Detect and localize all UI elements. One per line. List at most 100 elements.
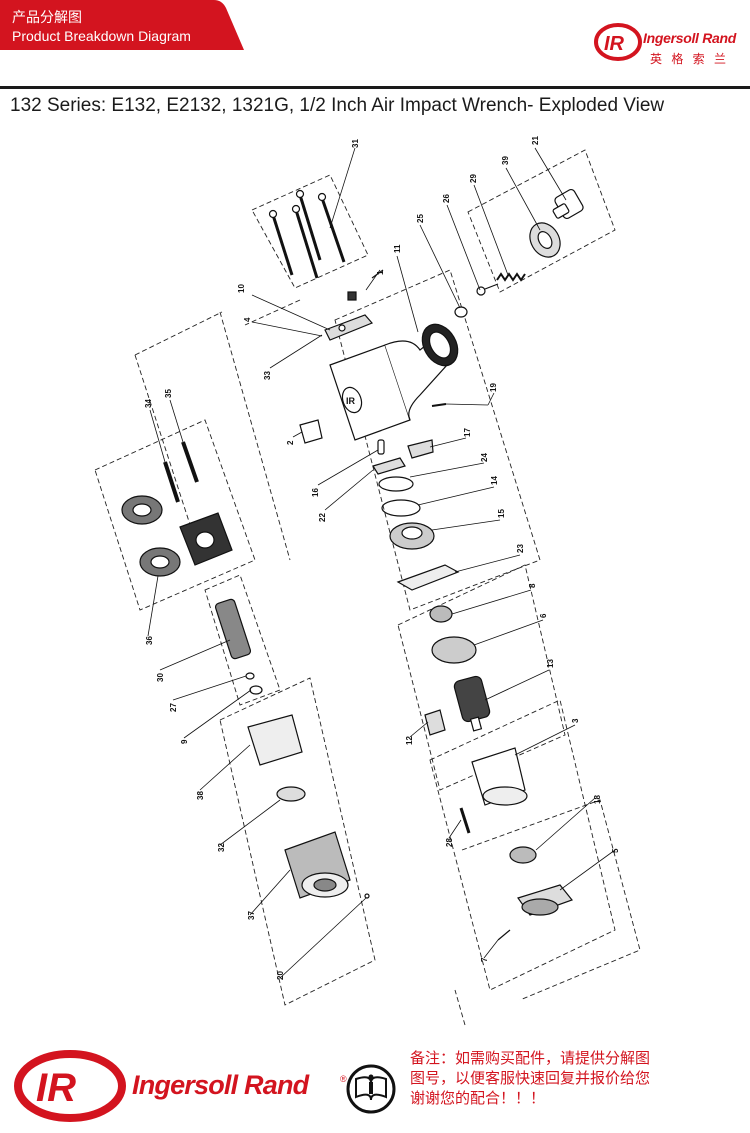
label-1: 1 <box>376 270 385 275</box>
label-17: 17 <box>463 428 472 437</box>
label-12: 12 <box>405 736 414 745</box>
part-28-pin <box>459 807 471 834</box>
part-labels: 31 39 21 29 26 25 11 1 10 4 33 19 2 17 1… <box>144 136 620 980</box>
part-17-lever <box>407 439 434 459</box>
label-27: 27 <box>169 703 178 712</box>
purchase-notice: 备注：如需购买配件，请提供分解图 图号，以便客服快速回复并报价给您 谢谢您的配合… <box>410 1049 745 1109</box>
label-2: 2 <box>286 440 295 445</box>
part-9-ring <box>249 685 263 695</box>
part-36-hammers <box>121 495 181 577</box>
label-9: 9 <box>180 739 189 744</box>
header-divider <box>0 86 750 89</box>
label-10: 10 <box>237 284 246 293</box>
brand-name-cn: 英 格 索 兰 <box>650 52 730 66</box>
label-7: 7 <box>480 957 489 962</box>
part-23-gasket <box>396 564 460 591</box>
part-hammer-cage <box>179 512 233 566</box>
label-39: 39 <box>501 156 510 165</box>
manual-book-icon <box>346 1064 396 1114</box>
label-4: 4 <box>243 317 252 322</box>
label-30: 30 <box>156 673 165 682</box>
brand-logo-bottom: IR Ingersoll Rand ® <box>14 1048 347 1126</box>
brand-name-bottom: Ingersoll Rand <box>132 1070 309 1100</box>
label-22: 22 <box>318 513 327 522</box>
label-21: 21 <box>531 136 540 145</box>
header-tab: 产品分解图 Product Breakdown Diagram <box>0 0 244 58</box>
svg-text:IR: IR <box>604 33 625 55</box>
header-tab-shape <box>0 0 244 50</box>
label-32: 32 <box>217 843 226 852</box>
part-11-housing: IR <box>329 323 459 441</box>
part-39-knob <box>529 222 561 258</box>
part-2-plate <box>299 419 323 444</box>
header-title-cn: 产品分解图 <box>12 9 82 25</box>
header-title-en: Product Breakdown Diagram <box>12 28 191 44</box>
notice-line-3: 谢谢您的配合！！！ <box>410 1090 546 1107</box>
label-20: 20 <box>276 971 285 980</box>
label-31: 31 <box>351 139 360 148</box>
label-3: 3 <box>571 718 580 723</box>
label-11: 11 <box>393 244 402 253</box>
label-13: 13 <box>546 659 555 668</box>
brand-logo-top: IR Ingersoll Rand 英 格 索 兰 <box>594 18 744 70</box>
part-18-bearing <box>509 846 537 864</box>
svg-text:IR: IR <box>346 396 356 406</box>
part-26-valve <box>476 283 499 296</box>
part-20-screw <box>364 893 370 899</box>
label-14: 14 <box>490 476 499 485</box>
page-title: 132 Series: E132, E2132, 1321G, 1/2 Inch… <box>10 95 665 116</box>
part-7-screw <box>497 929 511 941</box>
label-35: 35 <box>164 389 173 398</box>
label-25: 25 <box>416 214 425 223</box>
label-6: 6 <box>539 613 548 618</box>
part-37-nose <box>284 831 351 899</box>
part-10-trigger <box>324 314 374 341</box>
part-31-bolts <box>268 189 346 279</box>
label-37: 37 <box>247 911 256 920</box>
ir-logo-icon: IR <box>594 23 642 61</box>
label-34: 34 <box>144 399 153 408</box>
label-5: 5 <box>611 848 620 853</box>
part-32-washer <box>276 786 306 802</box>
part-12-vane <box>424 709 446 736</box>
label-8: 8 <box>528 583 537 588</box>
registered-mark: ® <box>340 1074 347 1084</box>
part-screw <box>347 291 357 301</box>
label-18: 18 <box>593 795 602 804</box>
notice-line-1: 备注：如需购买配件，请提供分解图 <box>410 1050 651 1067</box>
part-13-rotor <box>453 675 491 732</box>
part-8-bearing <box>429 605 453 623</box>
part-29-spring <box>496 272 526 282</box>
part-3-cylinder <box>471 747 528 806</box>
part-14-oring <box>381 499 421 517</box>
part-19-pin <box>431 403 447 407</box>
label-16: 16 <box>311 488 320 497</box>
label-36: 36 <box>145 636 154 645</box>
label-38: 38 <box>196 791 205 800</box>
part-25-ring <box>454 306 468 318</box>
part-5-cap <box>517 884 573 916</box>
label-26: 26 <box>442 194 451 203</box>
part-21-inlet <box>552 188 584 220</box>
ir-logo-icon-large: IR <box>14 1050 126 1122</box>
label-19: 19 <box>489 383 498 392</box>
label-28: 28 <box>445 838 454 847</box>
dashed-assembly-groups <box>94 149 641 1026</box>
brand-name-top: Ingersoll Rand <box>643 30 737 46</box>
part-24-oring <box>378 476 414 492</box>
parts: IR <box>121 188 584 941</box>
part-27-ring <box>245 672 255 680</box>
label-15: 15 <box>497 509 506 518</box>
part-15-endplate <box>389 522 435 550</box>
part-35-pin <box>181 441 199 483</box>
part-16-pin <box>377 439 385 455</box>
part-34-pin <box>163 461 180 503</box>
label-23: 23 <box>516 544 525 553</box>
notice-line-2: 图号，以便客服快速回复并报价给您 <box>410 1070 651 1087</box>
part-30-anvil <box>214 598 252 660</box>
part-22-gasket <box>372 457 406 475</box>
label-29: 29 <box>469 174 478 183</box>
exploded-view-diagram: IR <box>94 136 641 1026</box>
logo-mark-text: IR <box>36 1066 76 1110</box>
label-33: 33 <box>263 371 272 380</box>
